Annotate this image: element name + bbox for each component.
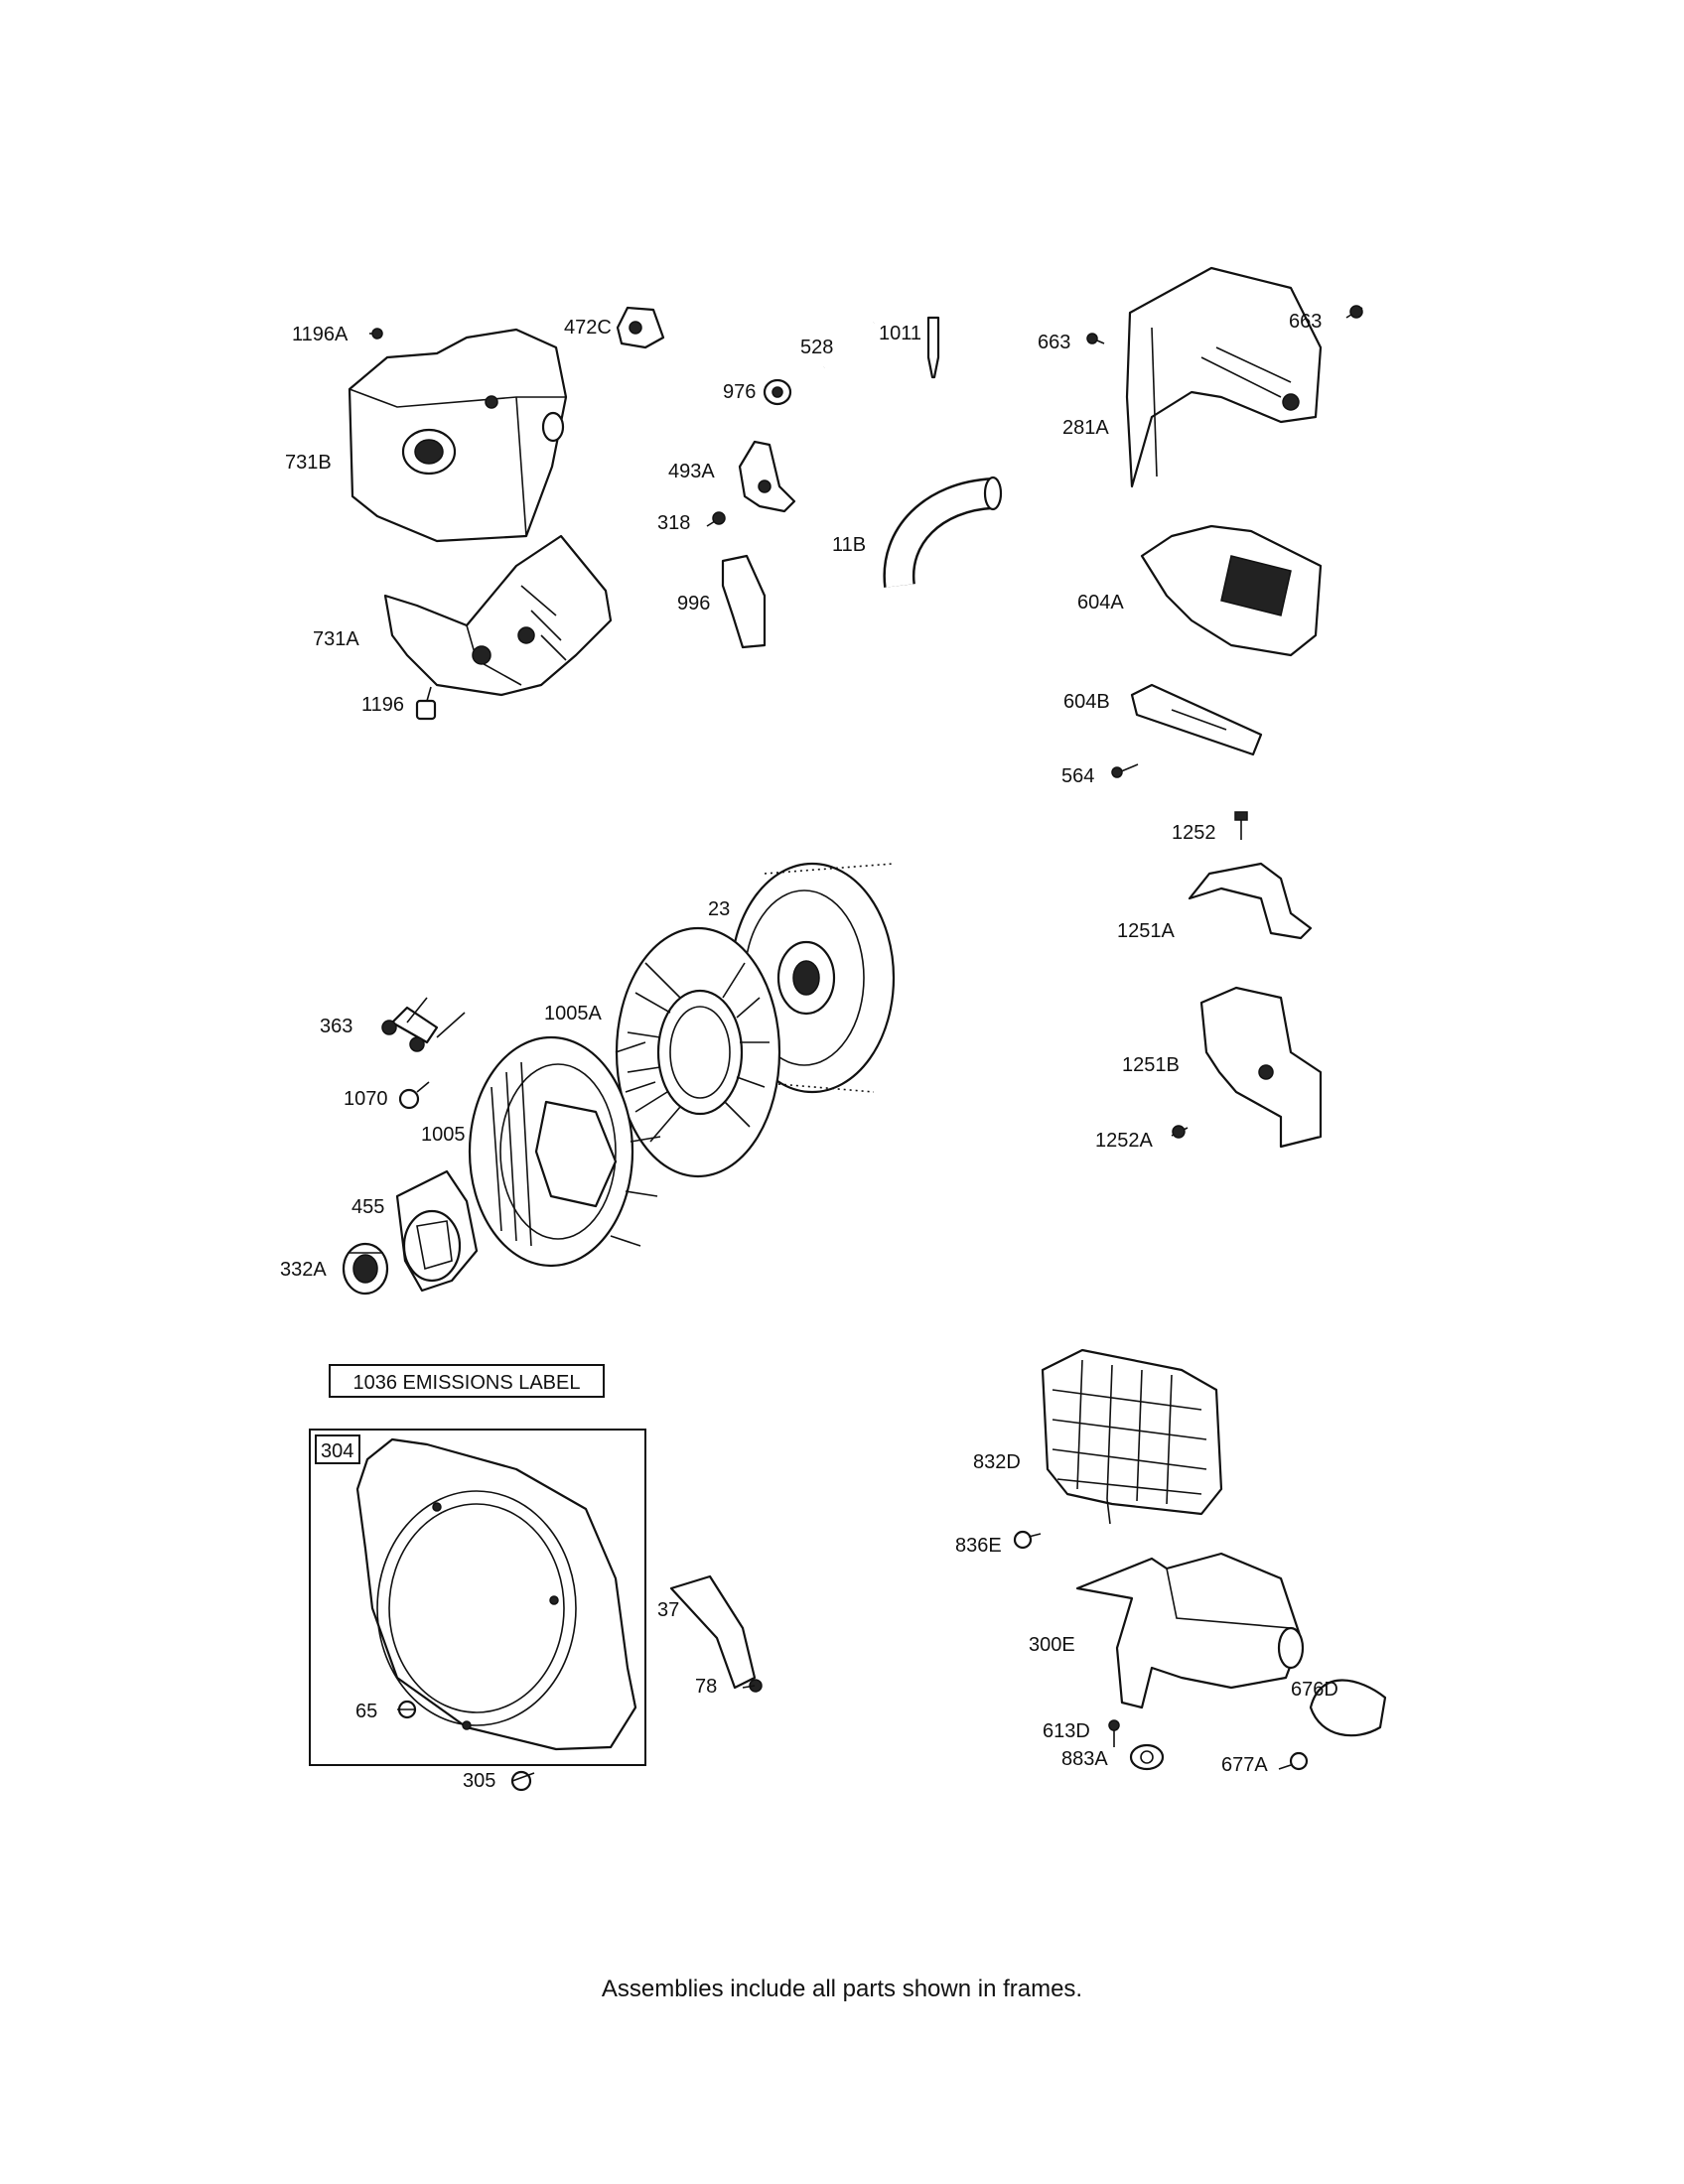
label-731B: 731B — [285, 452, 332, 474]
fan-1005A — [615, 926, 781, 1178]
blower-housing — [355, 1437, 637, 1751]
label-305: 305 — [463, 1770, 495, 1792]
shield-1251A — [1188, 862, 1313, 940]
emissions-label-box: 1036 EMISSIONS LABEL — [329, 1364, 605, 1398]
part-labels: 1196A 472C 731B 731A 1196 528 976 1011 4… — [280, 311, 1338, 1792]
label-564: 564 — [1061, 765, 1094, 787]
label-1252: 1252 — [1172, 822, 1216, 844]
label-1252A: 1252A — [1095, 1130, 1153, 1152]
plate-604B — [1130, 683, 1263, 756]
gasket-883A — [1129, 1743, 1165, 1771]
label-1251B: 1251B — [1122, 1054, 1180, 1076]
label-300E: 300E — [1029, 1634, 1075, 1656]
fuel-line-528 — [821, 320, 877, 370]
label-604A: 604A — [1077, 592, 1124, 614]
label-1196A: 1196A — [292, 324, 349, 345]
muffler-300E — [1075, 1552, 1305, 1709]
footer-note: Assemblies include all parts shown in fr… — [601, 1976, 1083, 2002]
label-663-left: 663 — [1038, 332, 1070, 353]
screw-1196 — [415, 686, 437, 721]
label-304: 304 — [321, 1440, 353, 1462]
bracket-493A — [738, 440, 796, 513]
label-613D: 613D — [1043, 1720, 1090, 1742]
hose-11B — [883, 476, 1003, 588]
screw-663-top — [1345, 305, 1363, 319]
label-1005: 1005 — [421, 1124, 466, 1146]
screw-1252A — [1171, 1125, 1189, 1139]
label-1005A: 1005A — [544, 1003, 602, 1024]
fan-housing-1005 — [468, 1035, 661, 1268]
label-455: 455 — [351, 1196, 384, 1218]
nut-332A — [342, 1242, 389, 1296]
label-472C: 472C — [564, 317, 612, 339]
label-677A: 677A — [1221, 1754, 1268, 1776]
screw-836E — [1013, 1530, 1042, 1550]
screw-65 — [397, 1700, 417, 1719]
screw-305 — [510, 1770, 535, 1792]
shield-604A — [1140, 524, 1323, 657]
shield-731A — [383, 534, 613, 697]
screw-613D — [1108, 1719, 1120, 1747]
label-1070: 1070 — [344, 1088, 388, 1110]
gasket-996 — [721, 554, 767, 649]
emissions-label-text: 1036 EMISSIONS LABEL — [352, 1372, 580, 1394]
screw-663-left — [1086, 333, 1105, 344]
screw-1070 — [398, 1081, 430, 1110]
label-676D: 676D — [1291, 1679, 1338, 1701]
label-281A: 281A — [1062, 417, 1109, 439]
label-78: 78 — [695, 1676, 717, 1698]
label-996: 996 — [677, 593, 710, 614]
label-1196: 1196 — [361, 694, 404, 716]
label-604B: 604B — [1063, 691, 1110, 713]
label-332A: 332A — [280, 1259, 327, 1281]
label-731A: 731A — [313, 628, 359, 650]
screw-1196A — [369, 328, 383, 340]
fitting-1011 — [926, 316, 940, 379]
label-318: 318 — [657, 512, 690, 534]
label-836E: 836E — [955, 1535, 1002, 1557]
label-65: 65 — [355, 1701, 377, 1722]
screw-564 — [1111, 763, 1139, 778]
screw-78 — [742, 1679, 763, 1693]
cup-455 — [395, 1169, 479, 1293]
label-23: 23 — [708, 898, 730, 920]
bracket-472C — [616, 306, 665, 349]
screen-37 — [669, 1574, 757, 1690]
label-1251A: 1251A — [1117, 920, 1175, 942]
shield-1251B — [1199, 986, 1323, 1149]
assembly-frame-304 — [309, 1429, 646, 1766]
deflector-676D — [1309, 1679, 1387, 1737]
muffler-guard-832D — [1041, 1348, 1223, 1525]
label-528: 528 — [800, 337, 833, 358]
fitting-976 — [763, 378, 792, 406]
label-883A: 883A — [1061, 1748, 1108, 1770]
label-1011: 1011 — [879, 323, 921, 344]
label-976: 976 — [723, 381, 756, 403]
screw-1252 — [1234, 811, 1248, 840]
label-832D: 832D — [973, 1451, 1021, 1473]
label-11B: 11B — [832, 534, 866, 556]
shield-281A — [1125, 266, 1323, 488]
screw-677A — [1278, 1751, 1309, 1771]
label-363: 363 — [320, 1016, 352, 1037]
label-37: 37 — [657, 1599, 679, 1621]
clamp-363 — [381, 997, 466, 1052]
screw-318 — [706, 511, 726, 527]
label-663-top: 663 — [1289, 311, 1322, 333]
fuel-tank-731B — [348, 328, 568, 543]
frame-label-box-304 — [315, 1434, 360, 1464]
label-493A: 493A — [668, 461, 715, 482]
